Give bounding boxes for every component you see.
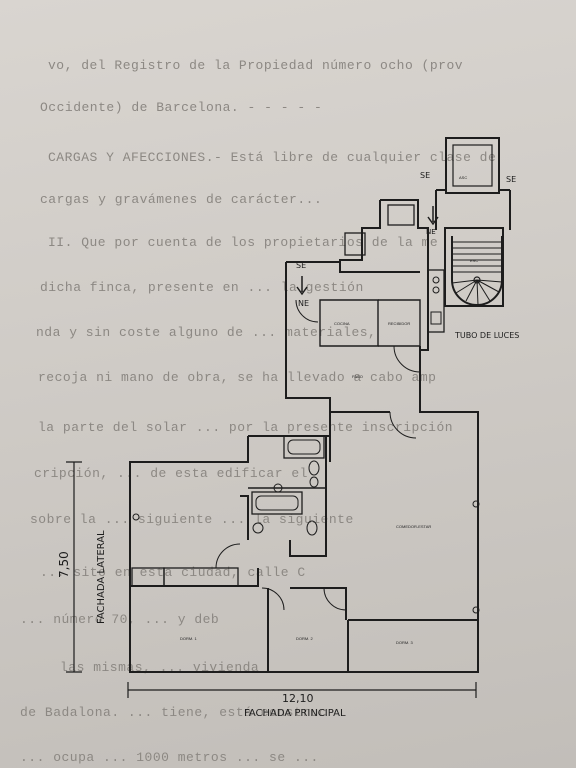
- text-line: cripción, ... de esta edificar el: [34, 466, 308, 481]
- dimension-height-label: 7,50: [57, 551, 71, 578]
- text-line: ... ocupa ... 1000 metros ... se ...: [20, 750, 319, 765]
- room-label-kitchen: COCINA: [334, 321, 350, 326]
- text-line: recoja ni mano de obra, se ha llevado a …: [38, 370, 437, 385]
- stair-core: [473, 276, 481, 284]
- room-label-salon: COMEDOR-ESTAR: [396, 524, 431, 529]
- room-label-passage: PASO: [352, 374, 363, 379]
- door-swing: [261, 587, 285, 611]
- dimension-width-label: 12,10: [282, 692, 314, 705]
- side-facade-label: FACHADA LATERAL: [96, 530, 107, 624]
- height-dimension-line: [66, 461, 82, 673]
- text-line: sobre la ... siguiente ... la siguiente: [30, 512, 354, 527]
- room-label-bedroom3: DORM. 3: [396, 640, 413, 645]
- annotation-se-right: SE: [506, 175, 516, 184]
- main-facade-label: FACHADA PRINCIPAL: [244, 708, 346, 719]
- text-line: cargas y gravámenes de carácter...: [40, 192, 323, 207]
- light-point: [472, 500, 480, 508]
- spiral-stair-outline: [451, 236, 503, 306]
- mid-block-left-wall: [285, 262, 331, 462]
- main-left-wall: [129, 436, 340, 673]
- door-swing: [215, 543, 241, 569]
- room-label-bedroom1: DORM. 1: [180, 636, 197, 641]
- door-swing: [323, 587, 347, 611]
- sink-icon: [430, 311, 442, 325]
- bedroom-top-wall: [130, 568, 259, 587]
- top-room-inner: [452, 144, 493, 187]
- hob-icon: [432, 286, 440, 294]
- annotation-tubo-luces: TUBO DE LUCES: [454, 331, 519, 340]
- wardrobe: [131, 567, 165, 587]
- mid-block-right-wall: [419, 346, 428, 413]
- toilet-icon: [308, 460, 320, 476]
- wardrobe: [163, 567, 239, 587]
- text-line: ... número 70, ... y deb: [20, 612, 220, 627]
- toilet-icon: [306, 520, 318, 536]
- annotation-ne-upper: NE: [426, 228, 436, 236]
- annotation-se-mid: SE: [296, 261, 306, 270]
- room-label-bedroom2: DORM. 2: [296, 636, 313, 641]
- door-swing: [295, 299, 319, 323]
- bidet-icon: [309, 476, 319, 488]
- room-label-stair: ESC: [470, 258, 478, 263]
- north-arrow-icon: [296, 276, 308, 296]
- bath-right-wall: [289, 436, 327, 557]
- text-line: nda y sin coste alguno de ... materiales…: [36, 325, 377, 340]
- annotation-se-left: SE: [420, 171, 430, 180]
- text-line: CARGAS Y AFECCIONES.- Está libre de cual…: [48, 150, 497, 165]
- text-line: ... sito en esta ciudad, calle C: [40, 565, 306, 580]
- north-arrow-icon: [427, 206, 439, 226]
- room-label-top: ASC: [459, 175, 467, 180]
- top-room-sidewalls: [435, 189, 511, 230]
- service-block-left-wall: [339, 200, 381, 262]
- room-label-hall: RECIBIDOR: [388, 321, 410, 326]
- bedroom2-top-wall: [290, 587, 347, 620]
- main-right-wall: [340, 411, 479, 673]
- text-line: dicha finca, presente en ... la gestión: [40, 280, 364, 295]
- washbasin-icon: [252, 522, 264, 534]
- washbasin-icon: [273, 483, 283, 493]
- text-line: la parte del solar ... por la presente i…: [38, 420, 454, 435]
- hob-icon: [432, 276, 440, 284]
- service-block-right-wall: [380, 199, 429, 351]
- light-point: [132, 513, 140, 521]
- bathtub-inner: [287, 439, 321, 455]
- door-swing: [393, 345, 421, 373]
- bathtub-2-inner: [255, 495, 299, 511]
- top-room-wall: [445, 137, 500, 194]
- hall-wall: [240, 495, 249, 540]
- mid-block-top-wall: [286, 261, 420, 273]
- bathtub: [283, 435, 325, 459]
- annotation-ne-mid: NE: [298, 299, 309, 308]
- width-dimension-line: [127, 682, 477, 698]
- bathtub-2: [251, 491, 303, 515]
- service-closet-2: [344, 232, 366, 256]
- stair-enclosure: [444, 227, 504, 307]
- text-line: II. Que por cuenta de los propietarios d…: [48, 235, 439, 250]
- door-swing: [389, 411, 417, 439]
- light-point: [472, 606, 480, 614]
- service-closet: [387, 204, 415, 226]
- text-line: de Badalona. ... tiene, está construc: [20, 705, 328, 720]
- utility-room: [378, 299, 421, 347]
- text-line: Occidente) de Barcelona. - - - - -: [40, 100, 323, 115]
- kitchen-counter: [427, 269, 445, 333]
- text-line: vo, del Registro de la Propiedad número …: [48, 58, 464, 73]
